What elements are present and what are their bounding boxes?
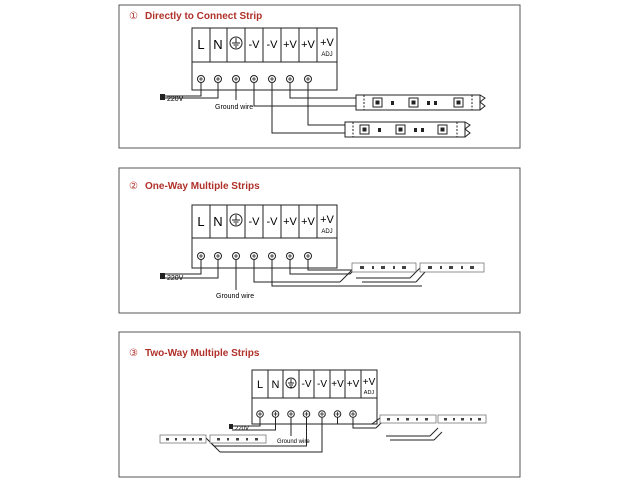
terminal-screws xyxy=(197,75,312,83)
terminal-label-pos-1: +V xyxy=(283,216,297,228)
panel-frame xyxy=(118,4,521,149)
panel-title: Two-Way Multiple Strips xyxy=(145,348,260,359)
panel-title: Directly to Connect Strip xyxy=(145,11,262,22)
terminal-label-neg-1: -V xyxy=(249,216,261,228)
terminal-label-l: L xyxy=(257,379,263,391)
wires xyxy=(165,260,426,290)
mains-plug-icon xyxy=(160,273,165,279)
panel-two-way-multiple: ③ Two-Way Multiple Strips L N -V -V +V +… xyxy=(118,331,521,478)
panel-direct-connect: ① Directly to Connect Strip L N -V -V +V… xyxy=(118,4,521,149)
panel-number: ③ xyxy=(129,348,138,359)
earth-ground-icon xyxy=(229,213,243,227)
mains-voltage-label: 220V xyxy=(235,426,249,432)
terminal-label-pos-3: +V xyxy=(363,377,376,388)
led-strip xyxy=(159,434,207,444)
terminal-label-l: L xyxy=(197,214,204,229)
mains-voltage-label: 220V xyxy=(167,275,184,282)
led-strip xyxy=(437,414,487,424)
mains-plug-icon xyxy=(160,94,165,100)
terminal-label-pos-3: +V xyxy=(320,37,334,49)
terminal-label-pos-1: +V xyxy=(283,39,297,51)
panel-one-way-multiple: ② One-Way Multiple Strips L N -V -V +V +… xyxy=(118,167,521,314)
mains-plug-icon xyxy=(229,424,233,429)
terminal-label-n: N xyxy=(213,37,222,52)
terminal-label-pos-2: +V xyxy=(301,39,315,51)
terminal-label-neg-1: -V xyxy=(249,39,261,51)
panel-frame xyxy=(118,167,521,314)
terminal-label-adj: ADJ xyxy=(364,390,375,396)
wires xyxy=(205,417,443,453)
panel-title: One-Way Multiple Strips xyxy=(145,181,260,192)
panel-number: ② xyxy=(129,181,138,192)
mains-voltage-label: 220V xyxy=(167,96,184,103)
terminal-label-pos-1: +V xyxy=(331,379,344,390)
terminal-label-adj: ADJ xyxy=(321,229,332,235)
panel-number: ① xyxy=(129,11,138,22)
led-strip xyxy=(419,262,485,273)
led-strip xyxy=(344,121,471,138)
terminal-label-neg-2: -V xyxy=(267,39,279,51)
led-strip xyxy=(379,414,437,424)
terminal-label-adj: ADJ xyxy=(321,52,332,58)
terminal-label-pos-2: +V xyxy=(347,379,360,390)
terminal-label-n: N xyxy=(213,214,222,229)
led-strip xyxy=(355,94,486,111)
terminal-label-neg-2: -V xyxy=(267,216,279,228)
panel-frame xyxy=(118,331,521,478)
led-strip xyxy=(351,262,417,273)
wires xyxy=(165,83,356,134)
terminal-label-pos-3: +V xyxy=(320,214,334,226)
terminal-label-neg-1: -V xyxy=(302,379,312,390)
terminal-label-neg-2: -V xyxy=(317,379,327,390)
terminal-label-n: N xyxy=(272,379,280,391)
ground-wire-label: Ground wire xyxy=(215,104,253,111)
led-strip xyxy=(209,434,267,444)
terminal-label-pos-2: +V xyxy=(301,216,315,228)
ground-wire-label: Ground wire xyxy=(277,439,310,445)
terminal-label-l: L xyxy=(197,37,204,52)
earth-ground-icon xyxy=(285,377,297,389)
power-supply-terminal-block xyxy=(191,204,338,269)
earth-ground-icon xyxy=(229,36,243,50)
power-supply-terminal-block xyxy=(191,27,338,91)
ground-wire-label: Ground wire xyxy=(216,293,254,300)
